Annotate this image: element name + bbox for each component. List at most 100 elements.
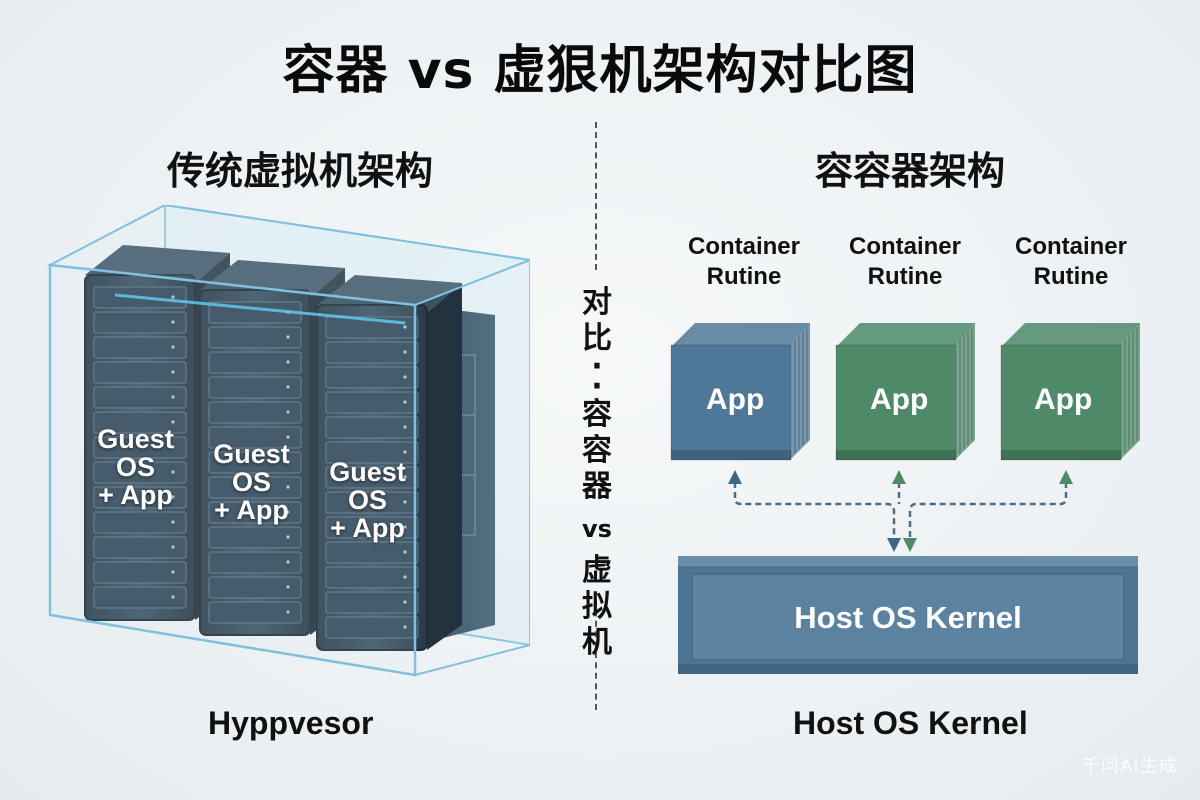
rack-drive-slot xyxy=(93,536,187,559)
status-led-icon xyxy=(286,535,290,539)
container-top xyxy=(673,323,810,345)
container-runtime-label-2: Container Rutine xyxy=(848,233,961,290)
status-led-icon xyxy=(403,450,407,454)
status-led-icon xyxy=(403,425,407,429)
vtext-char: 拟 xyxy=(582,589,612,624)
rack-drive-slot xyxy=(325,616,419,639)
rack-drive-slot xyxy=(325,566,419,589)
rack-drive-slot xyxy=(325,341,419,364)
container-runtime-label-1: Container Rutine xyxy=(687,233,800,290)
vtext-char: 比 xyxy=(582,321,612,356)
status-led-icon xyxy=(171,320,175,324)
status-led-icon xyxy=(403,575,407,579)
server-rack xyxy=(316,275,462,651)
container-app-label-2: App xyxy=(870,383,929,416)
status-led-icon xyxy=(286,335,290,339)
rack-drive-slot xyxy=(93,461,187,484)
rack-drive-slot xyxy=(208,351,302,374)
ai-watermark: 千问AI生成 xyxy=(1082,756,1178,777)
status-led-icon xyxy=(286,460,290,464)
status-led-icon xyxy=(403,525,407,529)
rack-drive-slot xyxy=(93,511,187,534)
vtext-char: · xyxy=(591,349,603,384)
container-box-2 xyxy=(835,323,975,461)
rack-drive-slot xyxy=(208,426,302,449)
status-led-icon xyxy=(171,545,175,549)
status-led-icon xyxy=(286,435,290,439)
rack-drive-slot xyxy=(208,601,302,624)
status-led-icon xyxy=(171,345,175,349)
divider-line-top xyxy=(595,122,597,270)
rack-drive-slot xyxy=(208,476,302,499)
status-led-icon xyxy=(286,610,290,614)
rack-drive-slot xyxy=(93,586,187,609)
status-led-icon xyxy=(286,410,290,414)
vtext-char: 容 xyxy=(582,433,612,468)
rack-drive-slot xyxy=(208,501,302,524)
diagram-title: 容器 vs 虚狠机架构对比图 xyxy=(282,41,918,101)
arrow-path-3 xyxy=(908,482,1068,540)
host-os-kernel-label: Host OS Kernel xyxy=(793,705,1028,741)
status-led-icon xyxy=(171,370,175,374)
rack-drive-slot xyxy=(93,411,187,434)
container-front xyxy=(670,344,792,461)
status-led-icon xyxy=(286,560,290,564)
rack-drive-slot xyxy=(93,561,187,584)
container-top xyxy=(1003,323,1140,345)
kernel-block-label: Host OS Kernel xyxy=(794,600,1022,635)
status-led-icon xyxy=(403,625,407,629)
vm-rack-label-2: Guest OS + App xyxy=(213,439,290,525)
rack-drive-slot xyxy=(325,366,419,389)
vm-rack-label-1: Guest OS + App xyxy=(97,424,174,510)
rack-drive-slot xyxy=(325,516,419,539)
rack-drive-slot xyxy=(93,386,187,409)
status-led-icon xyxy=(171,395,175,399)
status-led-icon xyxy=(171,420,175,424)
container-front xyxy=(1000,344,1122,461)
status-led-icon xyxy=(171,520,175,524)
arrow-down-icon xyxy=(887,538,901,552)
vtext-char: 对 xyxy=(582,285,612,320)
container-app-label-3: App xyxy=(1034,383,1093,416)
rack-drive-slot xyxy=(93,361,187,384)
rack-drive-slot xyxy=(325,541,419,564)
status-led-icon xyxy=(403,500,407,504)
container-top xyxy=(838,323,975,345)
status-led-icon xyxy=(286,360,290,364)
rack-drive-slot xyxy=(208,451,302,474)
container-side xyxy=(955,323,975,460)
status-led-icon xyxy=(286,485,290,489)
container-box-3 xyxy=(1000,323,1140,461)
vtext-char: 机 xyxy=(582,625,612,660)
rack-drive-slot xyxy=(208,526,302,549)
arrow-up-icon xyxy=(728,470,742,484)
rack-drive-slot xyxy=(93,486,187,509)
server-rack xyxy=(199,260,345,636)
status-led-icon xyxy=(403,325,407,329)
container-app-label-1: App xyxy=(706,383,765,416)
glass-top-panel xyxy=(46,205,530,307)
status-led-icon xyxy=(403,400,407,404)
status-led-icon xyxy=(171,470,175,474)
container-side xyxy=(790,323,810,460)
status-led-icon xyxy=(286,385,290,389)
rack-drive-slot xyxy=(208,401,302,424)
status-led-icon xyxy=(171,495,175,499)
status-led-icon xyxy=(403,475,407,479)
status-led-icon xyxy=(403,350,407,354)
host-os-kernel-block xyxy=(678,556,1138,674)
vm-rack-label-3: Guest OS + App xyxy=(329,457,406,543)
vm-glass-enclosure xyxy=(46,205,530,677)
status-led-icon xyxy=(171,445,175,449)
divider-line-bottom xyxy=(595,600,597,710)
container-runtime-label-3: Container Rutine xyxy=(1014,233,1127,290)
vtext-char: 器 xyxy=(582,469,612,504)
rack-drive-slot xyxy=(325,491,419,514)
status-led-icon xyxy=(171,570,175,574)
glass-glow-edge xyxy=(114,293,406,325)
rack-drive-slot xyxy=(325,591,419,614)
rack-drive-slot xyxy=(325,441,419,464)
rack-drive-slot xyxy=(208,326,302,349)
arrow-path-1 xyxy=(733,482,896,540)
vtext-char: · xyxy=(591,369,603,404)
